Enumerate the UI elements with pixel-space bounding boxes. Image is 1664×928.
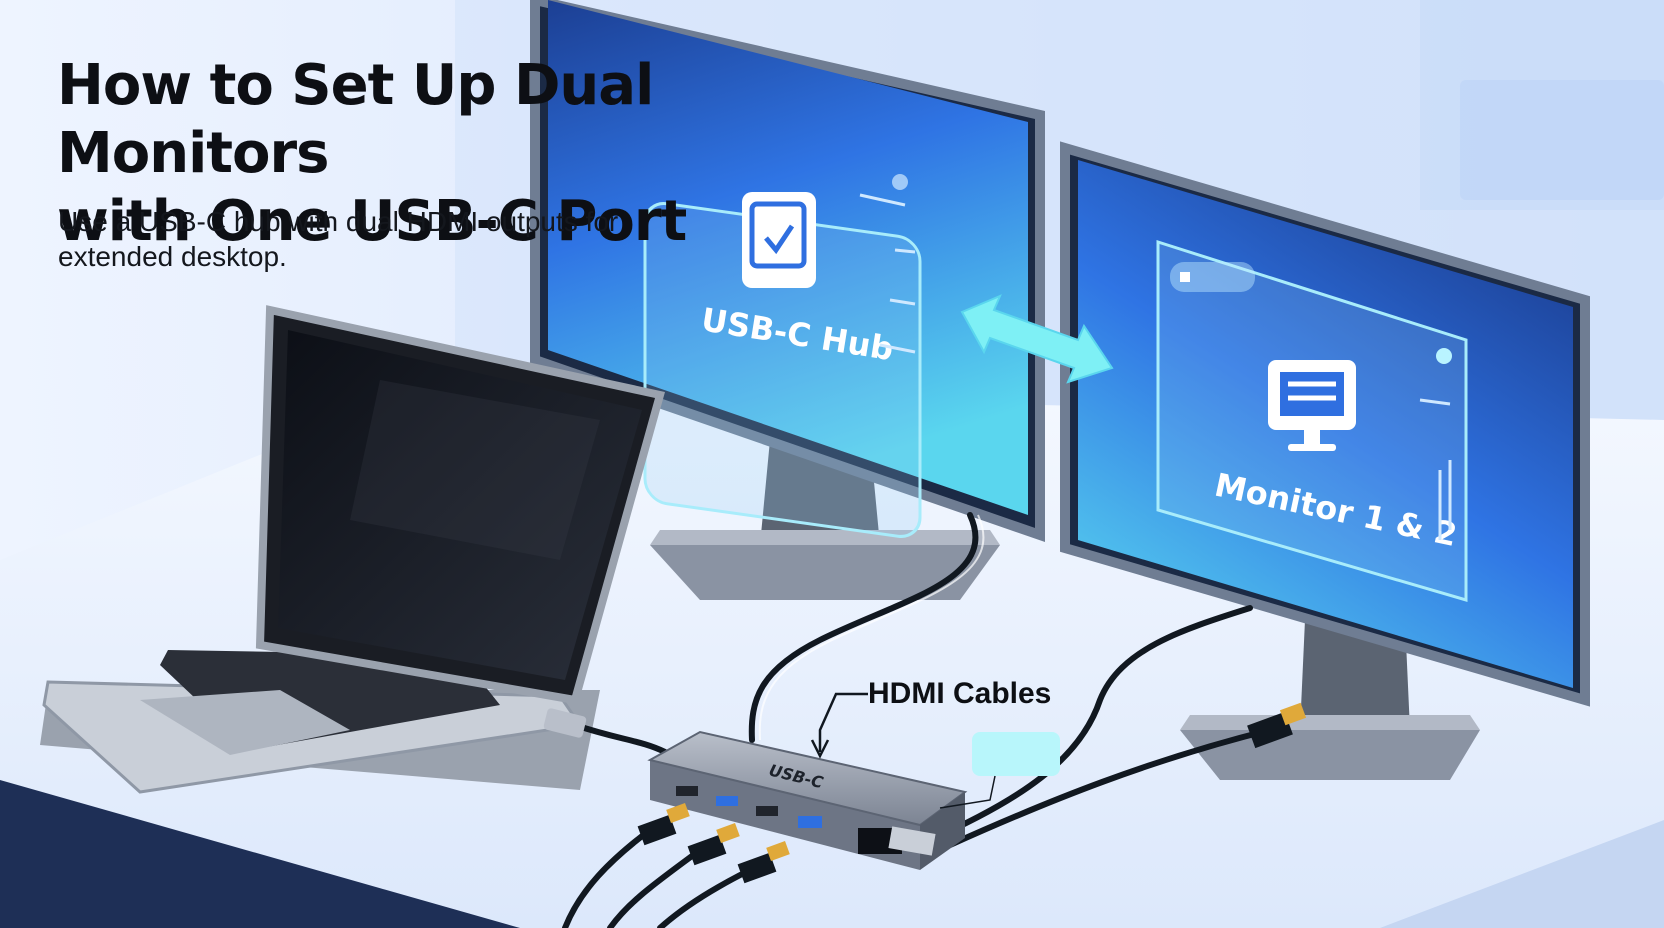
cables (562, 512, 1273, 928)
desk-edge (0, 780, 520, 928)
double-arrow-icon (960, 294, 1114, 384)
monitor-icon (1268, 360, 1356, 451)
laptop-trackpad (140, 690, 350, 755)
subtitle-line-1: Use a USB-C hub with dual HDMI outputs f… (58, 206, 619, 237)
page-title: How to Set Up Dual Monitors with One USB… (57, 52, 857, 256)
laptop-screen (278, 330, 642, 680)
callout-tag (972, 732, 1060, 776)
title-line-2: with One USB-C Port (57, 189, 687, 254)
laptop (40, 305, 665, 794)
hdmi-cables-label: HDMI Cables (868, 677, 1051, 710)
hdmi-callout: HDMI Cables (810, 677, 1060, 809)
page-subtitle: Use a USB-C hub with dual HDMI outputs f… (58, 204, 658, 274)
usb-connectors (543, 702, 1307, 884)
right-monitor: Monitor 1 & 2 (1060, 141, 1590, 780)
hub-icon (742, 192, 816, 288)
title-line-1: How to Set Up Dual Monitors (57, 53, 654, 186)
subtitle-line-2: extended desktop. (58, 241, 287, 272)
